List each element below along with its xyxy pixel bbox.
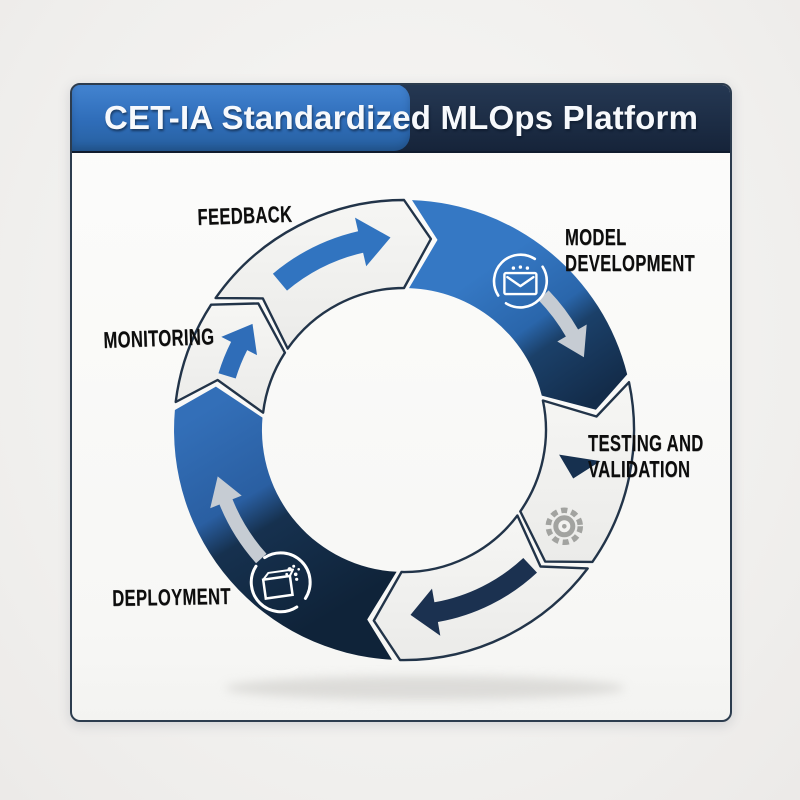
- monitoring-arrow: [218, 323, 257, 379]
- ring-shadow: [225, 676, 625, 700]
- deployment-arrow: [210, 476, 267, 564]
- cycle-bottom-arrow: [410, 558, 537, 636]
- segment-deployment: [174, 386, 397, 660]
- feedback-arrow: [272, 217, 391, 291]
- model-development-arrow: [538, 290, 587, 358]
- title-banner: CET-IA Standardized MLOps Platform: [72, 85, 730, 153]
- gear-icon: [545, 507, 584, 546]
- segment-model-development: [409, 200, 628, 410]
- banner-blue-section: [72, 85, 410, 151]
- testing-arrowhead: [559, 454, 601, 479]
- page-title: CET-IA Standardized MLOps Platform: [104, 98, 699, 136]
- package-icon: [249, 551, 312, 614]
- mail-icon: [492, 253, 549, 309]
